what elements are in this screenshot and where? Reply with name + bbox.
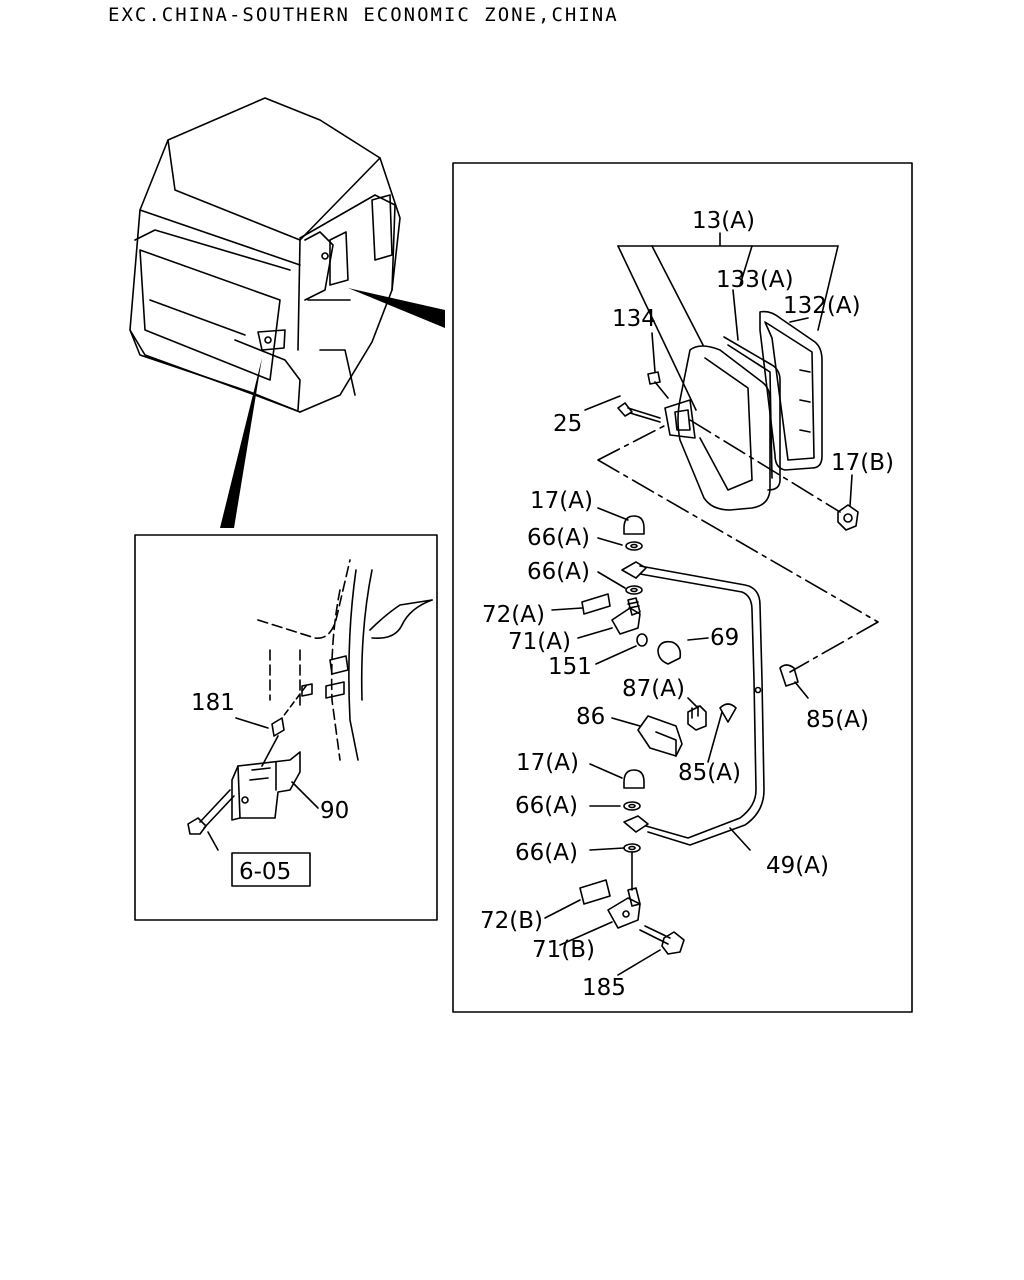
label-85a-lower: 85(A)	[678, 760, 741, 786]
mirror-detail-frame	[452, 162, 913, 1013]
truck-cab-illustration	[129, 97, 401, 413]
clip-85a-small	[719, 703, 737, 723]
screw-134	[647, 371, 669, 399]
bolt-25	[617, 402, 661, 423]
label-49a: 49(A)	[766, 853, 829, 879]
label-71b: 71(B)	[532, 937, 595, 963]
bolt-6-05	[187, 789, 235, 835]
cover-86	[637, 715, 683, 757]
label-66a-2: 66(A)	[527, 559, 590, 585]
label-17a-lower: 17(A)	[516, 750, 579, 776]
bracket-90	[231, 751, 301, 821]
ref-box-6-05	[231, 852, 311, 887]
label-66a-3: 66(A)	[515, 793, 578, 819]
label-90: 90	[320, 798, 349, 824]
label-85a-right: 85(A)	[806, 707, 869, 733]
label-86: 86	[576, 704, 605, 730]
nut-181	[271, 717, 285, 737]
clamp-71a	[611, 597, 641, 635]
label-134: 134	[612, 306, 656, 332]
label-132a: 132(A)	[783, 293, 861, 319]
stay-rod-49a	[621, 561, 765, 846]
nut-17b	[837, 504, 859, 531]
clamp-71b	[607, 887, 641, 929]
label-ref-6-05: 6-05	[239, 859, 291, 885]
label-151: 151	[548, 654, 592, 680]
label-87a: 87(A)	[622, 676, 685, 702]
mirror-housing	[664, 310, 823, 511]
label-71a: 71(A)	[508, 629, 571, 655]
label-17b: 17(B)	[831, 450, 894, 476]
bracket-detail-frame	[134, 534, 438, 921]
washer-151	[636, 633, 648, 647]
clip-87a	[687, 705, 707, 731]
label-25: 25	[553, 411, 582, 437]
clip-85a-right	[779, 664, 799, 687]
cap-nut-69	[657, 640, 682, 665]
callout-arrow-mirror	[348, 288, 445, 328]
washer-66a-4	[623, 843, 641, 853]
label-66a-1: 66(A)	[527, 525, 590, 551]
header-title: EXC.CHINA-SOUTHERN ECONOMIC ZONE,CHINA	[108, 4, 619, 26]
cab-corner-outline	[257, 559, 433, 761]
washer-66a-1	[625, 541, 643, 551]
washer-66a-2	[625, 585, 643, 595]
label-72a: 72(A)	[482, 602, 545, 628]
bolt-185	[639, 925, 685, 955]
plate-72b	[579, 879, 611, 905]
label-17a-top: 17(A)	[530, 488, 593, 514]
callout-arrow-bracket	[220, 358, 262, 528]
label-66a-4: 66(A)	[515, 840, 578, 866]
washer-66a-3	[623, 801, 641, 811]
label-133a: 133(A)	[716, 267, 794, 293]
label-181: 181	[191, 690, 235, 716]
label-185: 185	[582, 975, 626, 1001]
plate-72a	[581, 593, 611, 615]
label-72b: 72(B)	[480, 908, 543, 934]
cap-nut-17a-top	[623, 515, 645, 535]
label-69: 69	[710, 625, 739, 651]
label-13a: 13(A)	[692, 208, 755, 234]
cap-nut-17a-lower	[623, 769, 645, 789]
